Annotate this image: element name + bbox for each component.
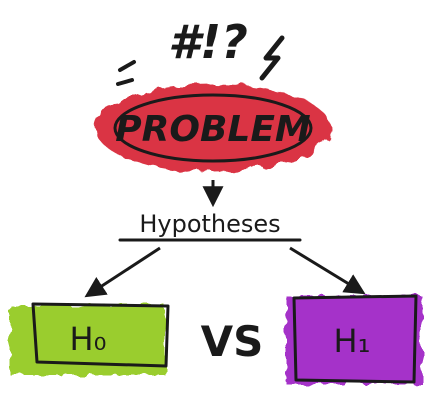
frustration-symbols: #!? (116, 15, 285, 86)
burst-mark-left (116, 60, 136, 86)
problem-label: PROBLEM (115, 109, 311, 150)
hypotheses-node: Hypotheses (118, 210, 302, 242)
arrow-to-h0 (84, 246, 161, 298)
h1-node: H₁ (286, 294, 422, 384)
h0-label: H₀ (70, 320, 107, 358)
exclamation-text: #!? (168, 15, 248, 69)
lightning-icon (259, 35, 285, 81)
problem-ellipse-outline (113, 93, 313, 163)
h1-scribble (286, 296, 422, 384)
h1-box-outline (292, 294, 418, 384)
problem-scribble (95, 84, 331, 172)
h0-box-outline (31, 302, 170, 368)
hypotheses-label: Hypotheses (139, 210, 280, 238)
h0-node: H₀ (10, 302, 170, 375)
arrow-to-h1 (289, 246, 366, 295)
h1-label: H₁ (334, 322, 371, 360)
problem-node: PROBLEM (95, 84, 331, 172)
versus-label: VS (201, 317, 264, 366)
